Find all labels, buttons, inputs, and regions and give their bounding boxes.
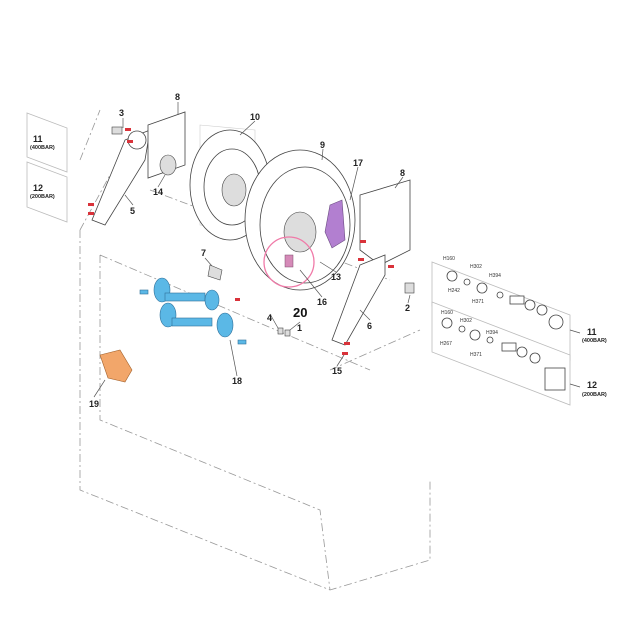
seal-label: H160 (441, 310, 453, 316)
seal-label: H394 (486, 330, 498, 336)
seal-label: H267 (440, 341, 452, 347)
callout-1[interactable]: 1 (297, 323, 302, 333)
seal-label: H371 (470, 352, 482, 358)
callout-19[interactable]: 19 (89, 399, 99, 409)
callout-9[interactable]: 9 (320, 140, 325, 150)
callout-15[interactable]: 15 (332, 366, 342, 376)
brake-19 (99, 349, 133, 383)
kit-pressure: (400BAR) (582, 338, 607, 344)
kit-pressure: (200BAR) (582, 392, 607, 398)
swivel-bracket-17 (324, 199, 346, 249)
callout-3[interactable]: 3 (119, 108, 124, 118)
bracket-right (359, 179, 411, 266)
callout-8[interactable]: 8 (175, 92, 180, 102)
kit-pressure: (200BAR) (30, 194, 55, 200)
motor-mount-18 (139, 277, 247, 345)
callout-17[interactable]: 17 (353, 158, 363, 168)
callout-18[interactable]: 18 (232, 376, 242, 386)
callout-2[interactable]: 2 (405, 303, 410, 313)
callout-4[interactable]: 4 (267, 313, 272, 323)
kit-pressure: (400BAR) (30, 145, 55, 151)
highlight-circle (263, 236, 315, 288)
clip-7 (207, 264, 223, 281)
callout-6[interactable]: 6 (367, 321, 372, 331)
nuts-4 (277, 327, 291, 337)
assembly-outline (79, 109, 431, 591)
kit-number: 11 (33, 134, 43, 144)
kit-number: 11 (587, 327, 597, 337)
callout-13[interactable]: 13 (331, 272, 341, 282)
left-arm (91, 129, 151, 226)
seal-label: H394 (489, 273, 501, 279)
kit-box-12-left[interactable]: 12 (200BAR) (26, 161, 68, 223)
kit-number: 12 (587, 380, 597, 390)
seal-label: H302 (470, 264, 482, 270)
bushing-2 (404, 282, 415, 294)
spring-core (221, 173, 247, 207)
fitting-3 (111, 126, 123, 135)
drum-hub (283, 211, 317, 253)
callout-7[interactable]: 7 (201, 248, 206, 258)
callout-5[interactable]: 5 (130, 206, 135, 216)
seal-label: H302 (460, 318, 472, 324)
leader-lines (93, 102, 581, 398)
seal-label: H160 (443, 256, 455, 262)
right-arm (331, 254, 386, 346)
kit-number: 12 (33, 183, 43, 193)
callout-8[interactable]: 8 (400, 168, 405, 178)
screws (88, 128, 394, 355)
seal-kit-200[interactable]: H160 H302 H267 H394 H371 (431, 301, 571, 406)
callout-20[interactable]: 20 (293, 305, 307, 320)
seal-label: H242 (448, 288, 460, 294)
seal-kit-400[interactable]: H160 H302 H242 H394 H371 (431, 256, 571, 361)
callout-14[interactable]: 14 (153, 187, 163, 197)
bushing-14 (159, 154, 177, 176)
part-20 (284, 254, 294, 268)
callout-10[interactable]: 10 (250, 112, 260, 122)
kit-box-11-left[interactable]: 11 (400BAR) (26, 112, 68, 173)
callout-16[interactable]: 16 (317, 297, 327, 307)
seal-label: H371 (472, 299, 484, 305)
